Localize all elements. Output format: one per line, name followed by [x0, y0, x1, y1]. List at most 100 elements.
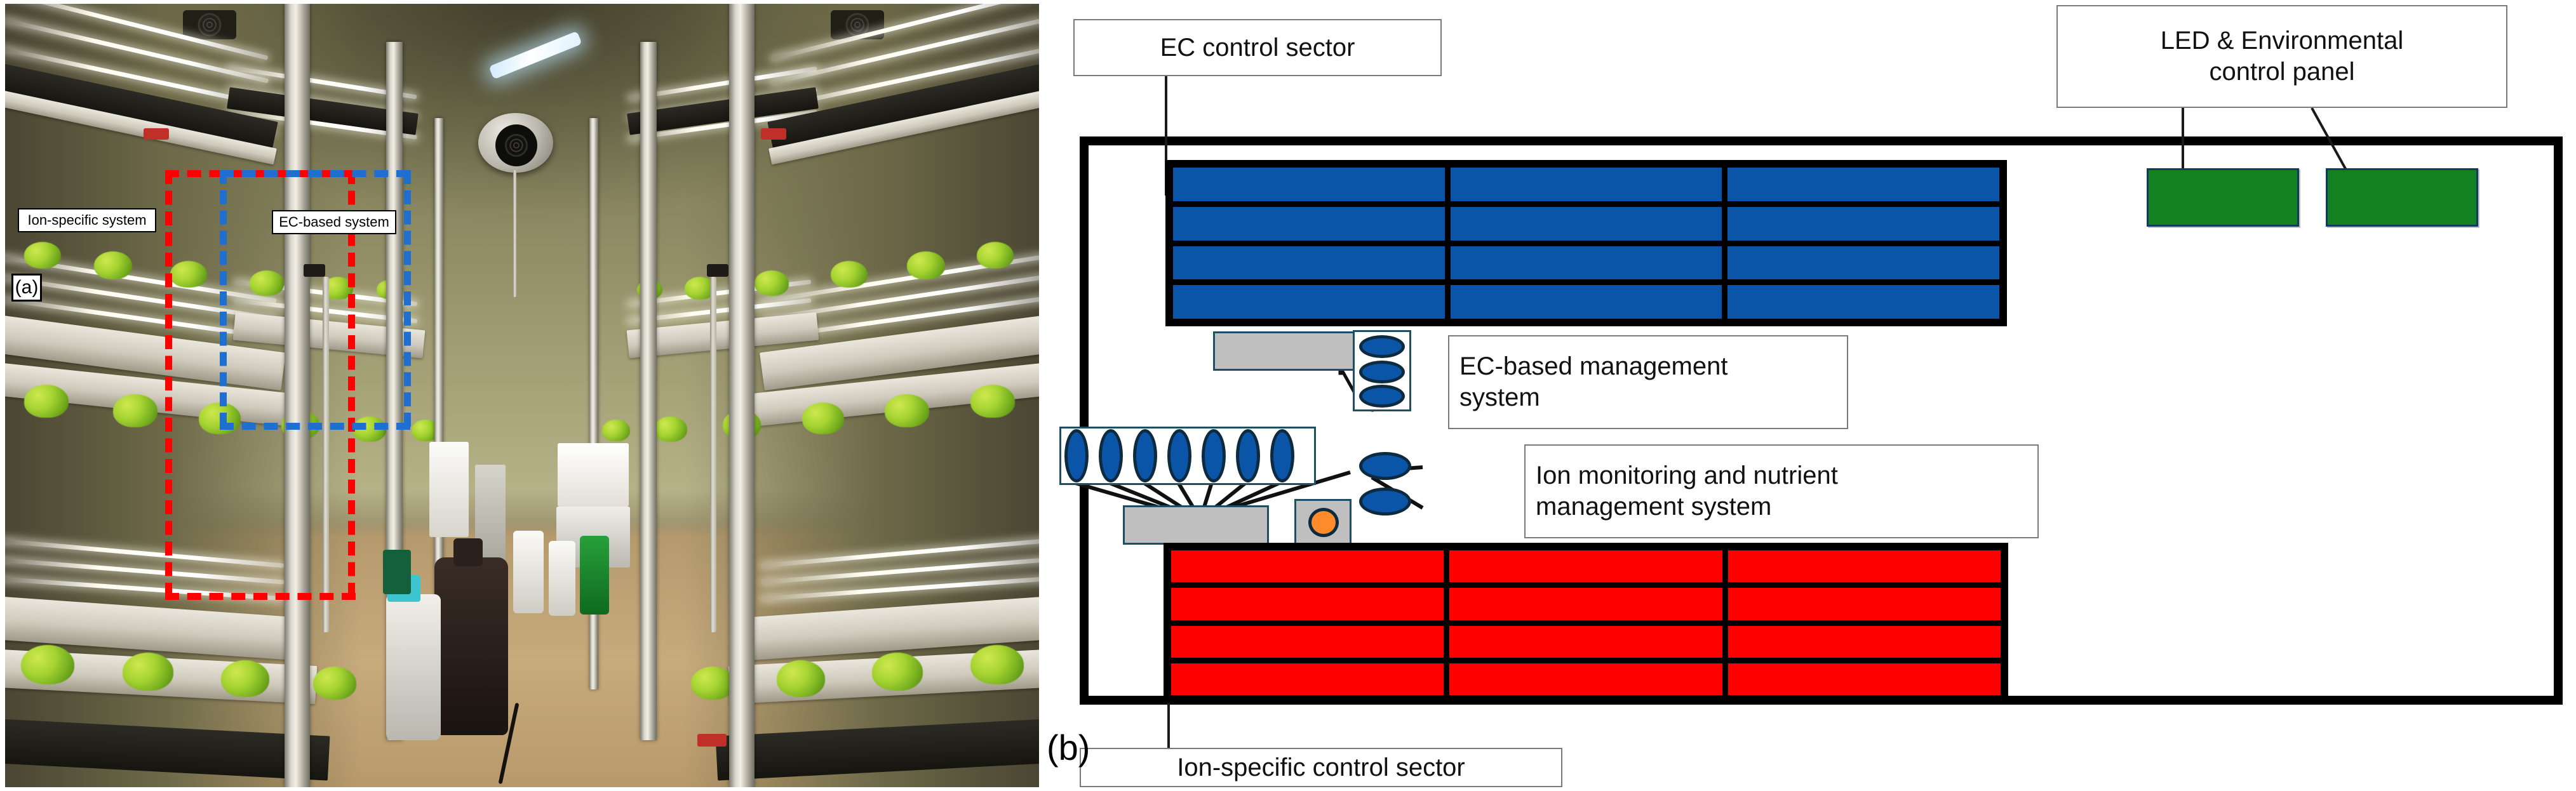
ion-bed-cell	[1449, 625, 1722, 658]
ion-bed-cell	[1727, 550, 2001, 583]
ion-stock-solution	[1236, 429, 1260, 482]
ion-stock-solution	[1167, 429, 1191, 482]
callout-led-line-2: control panel	[2209, 58, 2355, 86]
ion-bed-cell	[1727, 588, 2001, 620]
lettuce-plant	[170, 261, 207, 288]
callout-ec-mgmt-line-2: system	[1459, 383, 1540, 411]
ion-specific-region-right	[348, 170, 355, 597]
rack-frame-post	[729, 4, 755, 787]
lettuce-plant	[777, 660, 825, 697]
water-pipe	[323, 277, 329, 632]
callout-ion-specific-control-sector: Ion-specific control sector	[1080, 748, 1562, 787]
lettuce-plant	[21, 645, 74, 684]
lettuce-plant	[221, 660, 269, 697]
valve-body	[304, 264, 325, 277]
control-enclosure-right	[558, 443, 629, 507]
rack-frame-post	[434, 118, 443, 689]
ec-based-region-left	[220, 170, 227, 427]
ion-control-sector-grid	[1164, 543, 2008, 703]
ion-bed-cell	[1449, 550, 1722, 583]
ec-bed-cell	[1450, 206, 1722, 241]
panel-b-tag: (b)	[1047, 728, 1090, 768]
valve-body	[707, 264, 728, 277]
white-carboy	[386, 594, 441, 740]
lettuce-plant	[977, 242, 1014, 269]
ec-reservoir	[1359, 361, 1405, 383]
lettuce-plant	[691, 667, 734, 700]
led-control-panel-box-1	[2147, 168, 2299, 227]
water-pipe	[710, 277, 716, 632]
callout-ec-control-sector: EC control sector	[1073, 19, 1442, 76]
white-jug	[513, 531, 544, 613]
ec-reservoir	[1359, 385, 1405, 408]
ec-bed-cell	[1173, 168, 1445, 201]
ec-bed-cell	[1727, 246, 1999, 280]
callout-ion-monitoring-system: Ion monitoring and nutrient management s…	[1524, 444, 2039, 538]
lettuce-plant	[970, 645, 1024, 684]
lettuce-plant	[24, 242, 61, 269]
valve-handle	[761, 128, 786, 140]
ec-bed-cell	[1450, 168, 1722, 201]
panel-a-tag: (a)	[11, 274, 42, 302]
label-ion-specific-system: Ion-specific system	[18, 208, 156, 232]
label-ec-based-system: EC-based system	[272, 210, 396, 234]
ec-bed-cell	[1173, 285, 1445, 319]
lettuce-plant	[802, 402, 844, 434]
valve-handle	[144, 128, 169, 140]
callout-ion-mgmt-line-2: management system	[1536, 493, 1772, 521]
ion-bed-cell	[1727, 625, 2001, 658]
lettuce-plant	[94, 251, 132, 279]
ec-bed-cell	[1727, 206, 1999, 241]
lettuce-plant	[113, 394, 158, 427]
callout-ec-based-management-system: EC-based management system	[1448, 335, 1848, 429]
ec-based-region-bottom	[220, 423, 410, 430]
ion-bed-cell	[1171, 588, 1444, 620]
ec-bed-cell	[1173, 246, 1445, 280]
panel-b-schematic: EC control sector LED & Environmental co…	[1042, 0, 2576, 791]
ion-reservoir	[1359, 452, 1411, 480]
lettuce-plant	[970, 385, 1015, 418]
ion-stock-solution	[1099, 429, 1123, 482]
ec-reservoir	[1359, 335, 1405, 358]
ceiling-fan-left-icon	[183, 10, 236, 39]
ion-bed-cell	[1449, 663, 1722, 695]
lettuce-plant	[885, 394, 929, 427]
ion-sensor-indicator	[1308, 508, 1339, 537]
ec-based-region-right	[404, 170, 411, 427]
ion-reservoir	[1359, 488, 1411, 515]
ion-bed-cell	[1727, 663, 2001, 695]
ec-control-sector-grid	[1165, 160, 2007, 326]
lettuce-plant	[602, 420, 630, 441]
ec-bed-cell	[1450, 285, 1722, 319]
ion-mixing-tank	[1123, 505, 1269, 545]
ec-mixing-tank	[1213, 331, 1356, 371]
fan-grill-icon	[495, 124, 537, 166]
ion-bed-cell	[1449, 588, 1722, 620]
tank-neck	[453, 538, 483, 566]
ion-bed-cell	[1171, 663, 1444, 695]
lettuce-plant	[831, 261, 868, 288]
callout-ec-mgmt-line-1: EC-based management	[1459, 352, 1728, 381]
ion-specific-region-left	[165, 170, 172, 597]
ion-stock-solution	[1270, 429, 1294, 482]
ec-bed-cell	[1173, 206, 1445, 241]
rack-frame-post	[640, 42, 657, 740]
ec-based-region-top	[220, 170, 410, 177]
valve-handle	[697, 734, 727, 747]
callout-led-env-control-panel: LED & Environmental control panel	[2056, 5, 2507, 108]
ion-stock-solution	[1133, 429, 1157, 482]
ec-bed-cell	[1727, 168, 1999, 201]
ion-bed-cell	[1171, 550, 1444, 583]
ion-stock-solution	[1202, 429, 1226, 482]
callout-led-line-1: LED & Environmental	[2160, 27, 2404, 55]
lettuce-plant	[250, 270, 284, 296]
green-jug	[580, 536, 609, 615]
lettuce-plant	[755, 270, 789, 296]
ec-bed-cell	[1450, 246, 1722, 280]
lettuce-plant	[872, 653, 923, 691]
lettuce-plant	[24, 385, 69, 418]
lettuce-plant	[654, 416, 687, 442]
ion-stock-solution	[1064, 429, 1089, 482]
ec-bed-cell	[1727, 285, 1999, 319]
